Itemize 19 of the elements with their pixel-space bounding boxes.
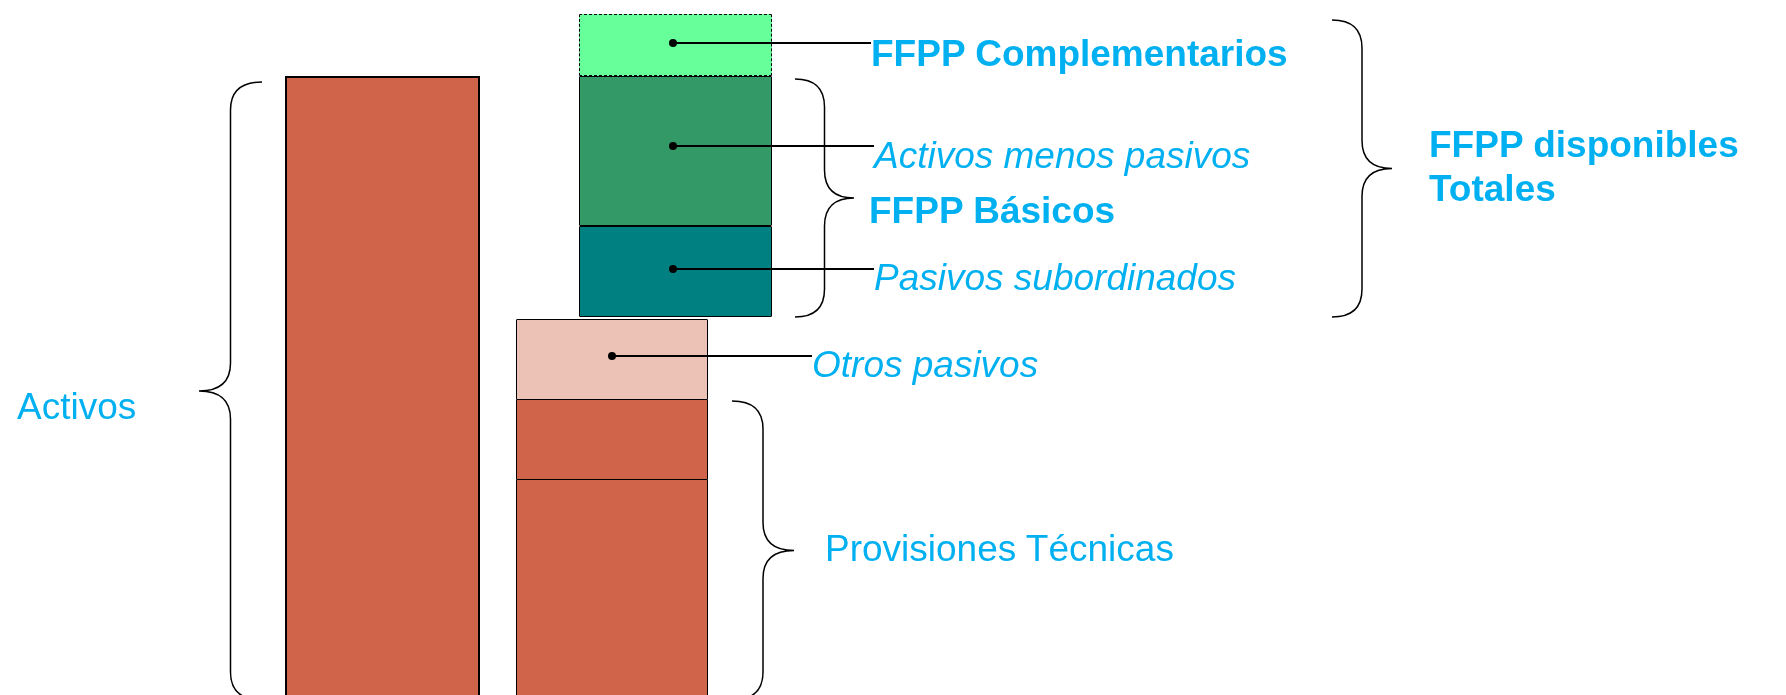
leader-line — [669, 142, 875, 150]
bracket-label: FFPP Básicos — [869, 189, 1116, 233]
bracket-label: Activos — [17, 385, 137, 429]
leader-line — [669, 265, 875, 273]
component-label: Activos menos pasivos — [874, 134, 1251, 178]
complementary-funds-block — [579, 14, 772, 76]
technical-provisions-block — [516, 479, 708, 695]
technical-provisions-block — [516, 399, 708, 480]
leader-line — [669, 39, 872, 47]
component-label: Pasivos subordinados — [874, 256, 1236, 300]
component-label: FFPP Complementarios — [871, 32, 1288, 76]
bracket-label: FFPP disponibles Totales — [1429, 123, 1740, 211]
bracket-label: Provisiones Técnicas — [825, 527, 1174, 571]
other-liabilities-block — [516, 319, 708, 400]
assets-bar — [285, 76, 480, 695]
component-label: Otros pasivos — [812, 343, 1039, 387]
subordinated-liabilities-block — [579, 226, 772, 317]
leader-line — [608, 352, 813, 360]
net-assets-block — [579, 76, 772, 226]
